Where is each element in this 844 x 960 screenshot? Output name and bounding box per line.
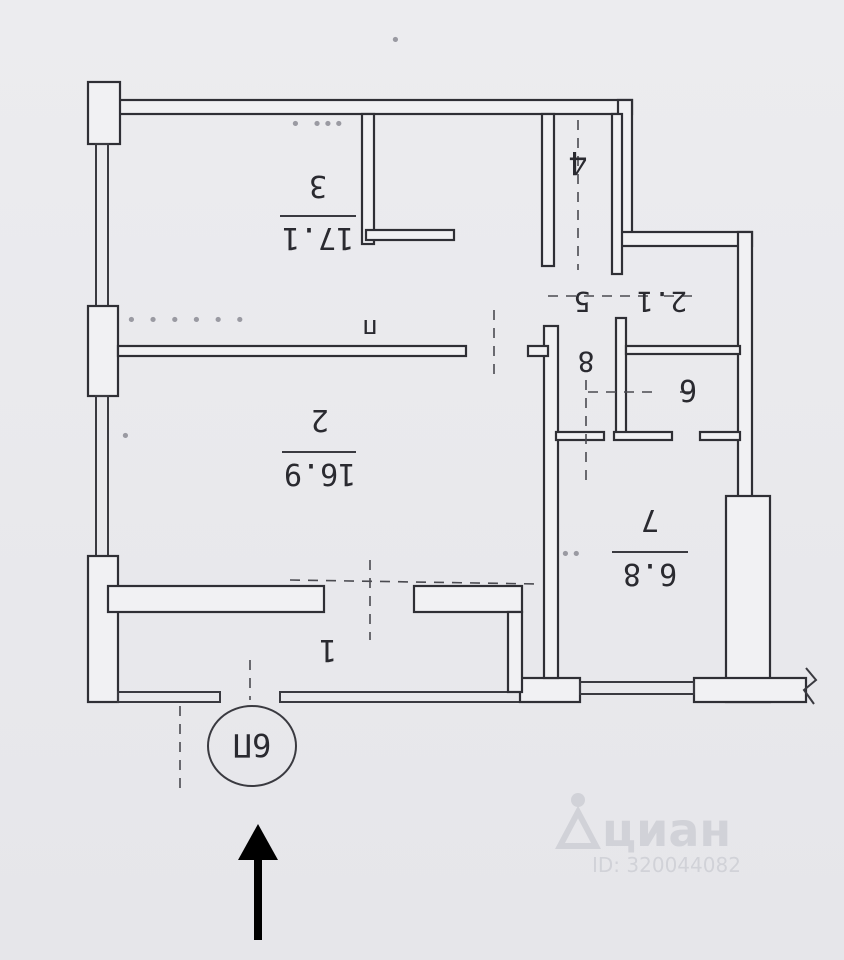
wall-step-top <box>616 230 754 248</box>
room-7-label-group: 6.8 7 <box>612 502 688 591</box>
wall-corridor-right <box>610 112 624 276</box>
watermark: циан ID: 320044082 <box>555 793 741 877</box>
wall-room5-room6 <box>624 344 742 356</box>
wall-bottom-left-segment <box>117 691 221 703</box>
room-7-area: 6.8 <box>623 556 677 591</box>
wall-room2-room1-right <box>412 584 524 614</box>
scan-mark: • • • • • • <box>126 310 245 331</box>
room-4-number: 4 <box>568 144 587 182</box>
window-left-upper <box>95 143 109 307</box>
section-mark-label: 6П <box>233 726 272 764</box>
section-mark-circle <box>207 705 297 787</box>
room-1-label-group: 1 <box>319 632 337 667</box>
break-mark <box>802 667 818 705</box>
room-4-label-group: 4 <box>568 144 587 182</box>
watermark-logo-icon <box>555 805 601 849</box>
room-8-number: 8 <box>578 345 595 378</box>
room-2-area: 16.9 <box>284 456 356 491</box>
pillar-bottom-center <box>518 676 582 704</box>
wall-room8-room6 <box>614 316 628 440</box>
room-3-number: 3 <box>309 168 327 203</box>
pillar-bottom-left <box>86 554 120 704</box>
room-5-number: 5 <box>574 285 591 318</box>
watermark-id: ID: 320044082 <box>592 853 741 877</box>
window-bottom-right <box>579 681 695 695</box>
room-glyph-group: п <box>362 313 378 343</box>
room-6-label-group: 6 <box>679 372 697 407</box>
pillar-bottom-right <box>724 494 772 704</box>
wall-corridor-left <box>540 112 556 268</box>
pillar-top-left <box>86 80 122 146</box>
wall-room1-right <box>506 610 524 694</box>
watermark-logo-icon <box>571 793 585 807</box>
wall-stub-left <box>526 344 550 358</box>
room-5-area: 2.1 <box>637 285 688 318</box>
scan-mark: • <box>390 30 401 51</box>
section-mark-group: 6П <box>233 726 272 764</box>
scan-mark: • ••• <box>290 114 344 135</box>
room-3-label-group: 17.1 3 <box>280 168 356 255</box>
room-5-label-group: 5 2.1 <box>574 285 688 318</box>
wall-room6-room7-b <box>612 430 674 442</box>
room-2-label-group: 16.9 2 <box>282 402 356 491</box>
entrance-arrow-head <box>238 824 278 860</box>
room-glyph: п <box>362 313 378 343</box>
wall-right-lower <box>736 230 754 502</box>
wall-top <box>94 98 634 116</box>
room-8-label-group: 8 <box>578 345 595 378</box>
wall-room3-room2 <box>116 344 468 358</box>
scan-mark: • <box>120 426 131 447</box>
scan-mark: •• <box>560 544 582 565</box>
wall-closet-vertical <box>360 112 376 246</box>
watermark-brand: циан <box>602 803 731 857</box>
door-line-room7-bottom <box>289 579 541 585</box>
wall-room2-room7 <box>542 324 560 680</box>
wall-bottom-right <box>692 676 808 704</box>
wall-closet-horizontal <box>364 228 456 242</box>
room-2-number: 2 <box>311 402 329 437</box>
wall-room6-room7-a <box>554 430 606 442</box>
pillar-left-middle <box>86 304 120 398</box>
wall-room2-room1-left <box>106 584 326 614</box>
window-left-lower <box>95 395 109 557</box>
wall-room6-room7-c <box>698 430 742 442</box>
wall-bottom-mid-segment <box>279 691 525 703</box>
room-6-number: 6 <box>679 372 697 407</box>
room-3-area: 17.1 <box>282 220 354 255</box>
room-1-number: 1 <box>319 632 337 667</box>
room-7-number: 7 <box>641 502 659 537</box>
